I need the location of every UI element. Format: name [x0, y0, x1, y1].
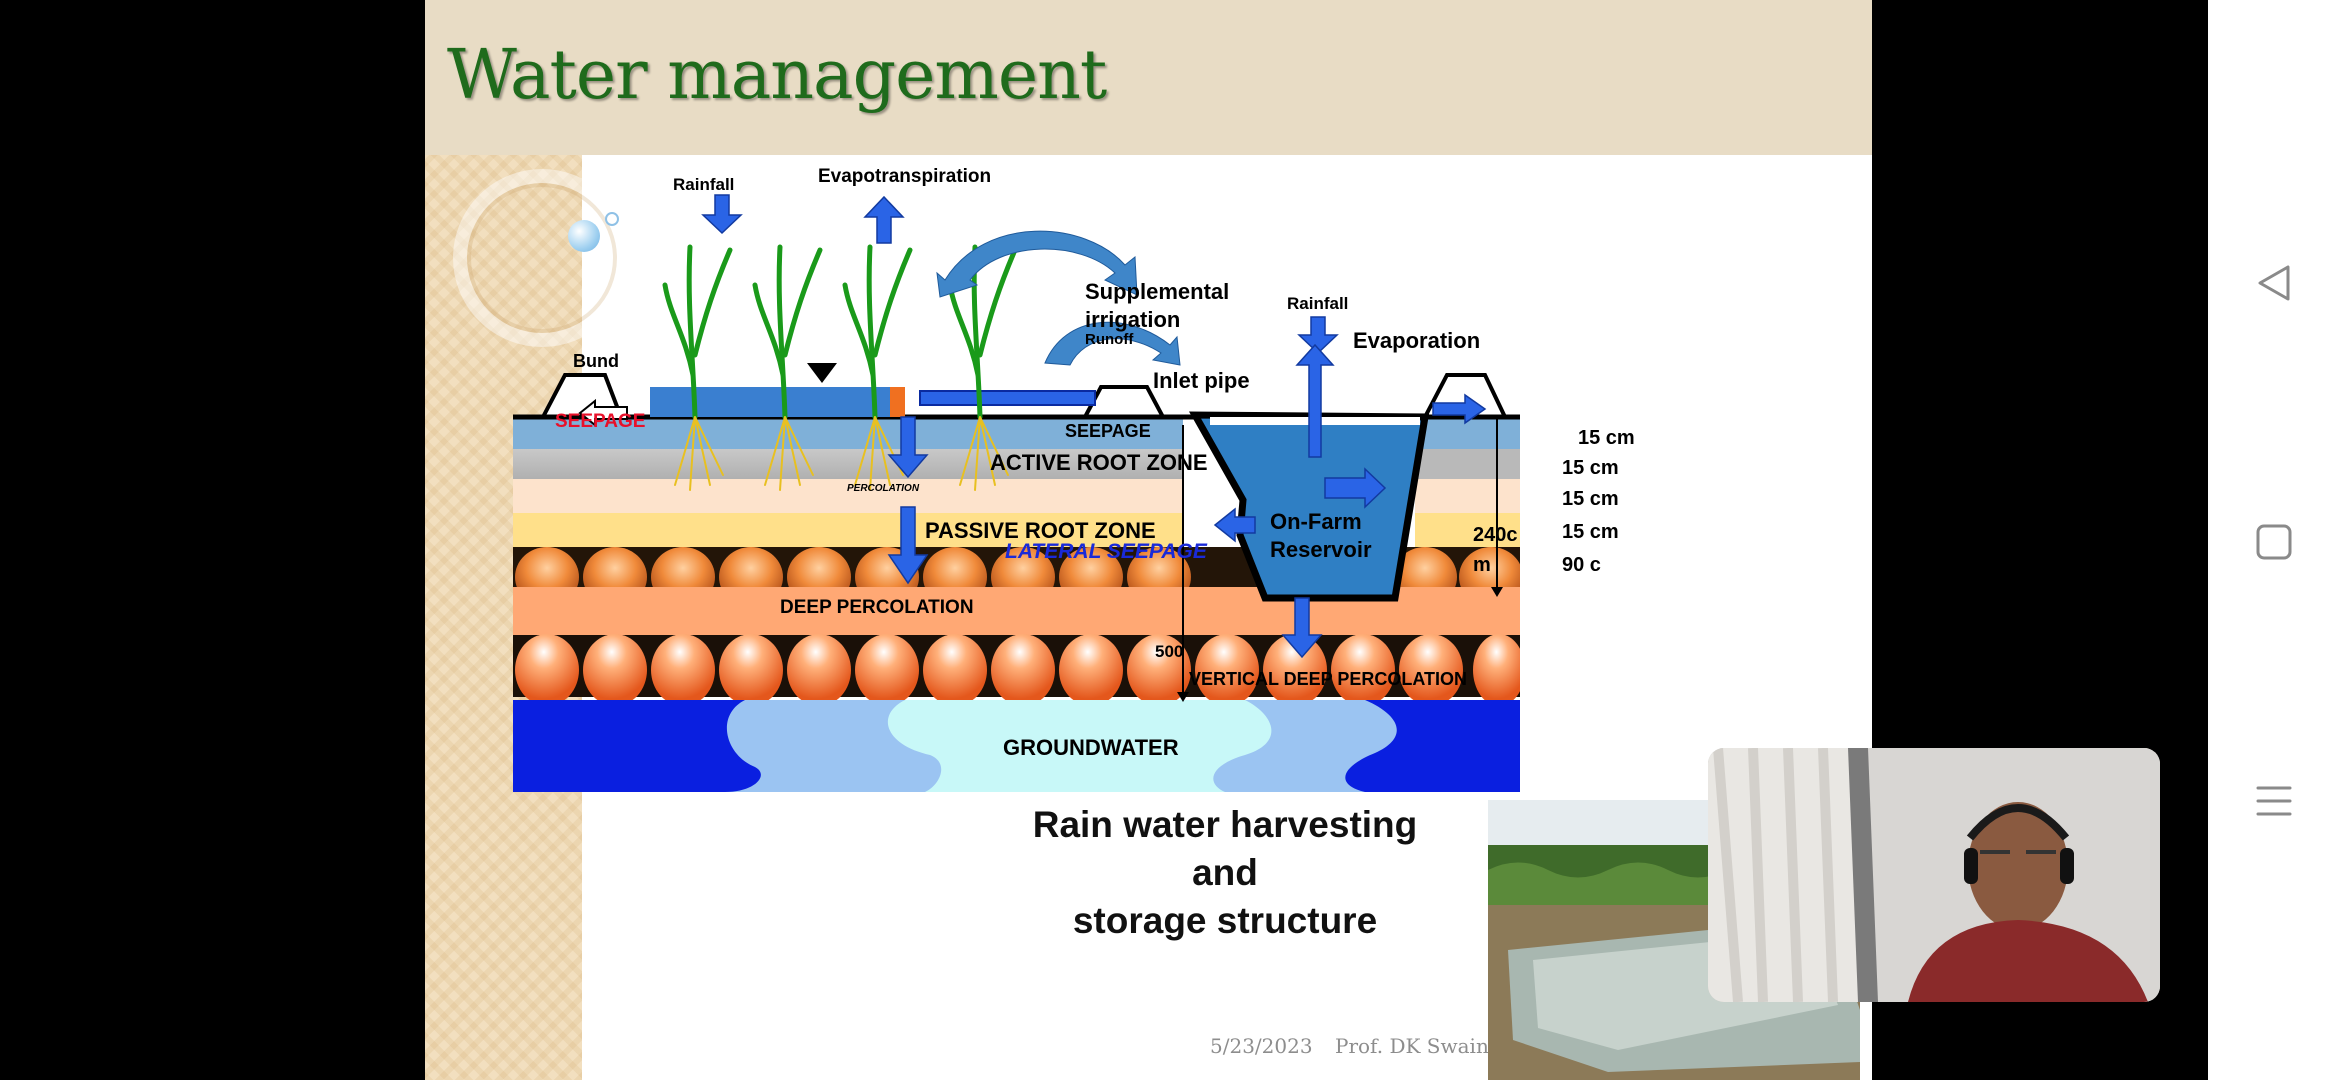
presentation-slide: Water management [425, 0, 1872, 1080]
system-navigation-bar [2208, 0, 2340, 1080]
evaporation-arrow [1295, 343, 1335, 458]
slide-caption: Rain water harvesting and storage struct… [1015, 801, 1435, 945]
label-depth-240: 240c [1473, 524, 1518, 546]
layer-depth-5: 90 c [1562, 554, 1601, 576]
decorative-bubble-small [605, 212, 619, 226]
home-button[interactable] [2208, 497, 2340, 587]
layer-passive-root-zone [513, 513, 1183, 547]
label-active-root-zone: ACTIVE ROOT ZONE [990, 450, 1208, 475]
label-supplemental-1: Supplemental [1085, 279, 1229, 304]
decorative-side-strip [425, 155, 631, 1080]
label-depth-240-unit: m [1473, 554, 1491, 576]
label-bund: Bund [573, 351, 619, 371]
rice-plants [662, 244, 1018, 491]
flow-arrows [701, 194, 1487, 659]
label-depth-500: 500 [1155, 642, 1183, 661]
bund-seepage-arrow [578, 398, 628, 428]
label-passive-root-zone: PASSIVE ROOT ZONE [925, 518, 1156, 543]
slide-title-bar: Water management [425, 0, 1872, 155]
label-deep-percolation: DEEP PERCOLATION [780, 597, 974, 618]
percolation-arrow-2 [887, 506, 929, 585]
label-seepage-mid: SEEPAGE [1065, 421, 1151, 441]
label-reservoir: Reservoir [1270, 537, 1372, 562]
bund-mid [1081, 385, 1167, 419]
reservoir-outflow-arrow [1324, 467, 1387, 509]
slide-title: Water management [447, 36, 1107, 115]
rainfall-arrow-left [701, 194, 743, 235]
back-icon [2258, 265, 2290, 301]
layer-surface-water [513, 417, 1183, 449]
back-button[interactable] [2208, 238, 2340, 328]
soil-balls-row-2 [515, 634, 1525, 706]
webcam-video[interactable] [1708, 748, 2160, 1002]
person-head [1968, 802, 2068, 930]
label-inlet-pipe: Inlet pipe [1153, 368, 1250, 393]
percolation-arrow-1 [887, 416, 929, 479]
label-rainfall-left: Rainfall [673, 175, 734, 194]
water-management-diagram: Rainfall Evapotranspiration Supplemental… [513, 166, 1635, 792]
label-runoff: Runoff [1085, 331, 1134, 348]
label-evapotranspiration: Evapotranspiration [818, 166, 991, 187]
recents-button[interactable] [2208, 756, 2340, 846]
decorative-bubble [568, 220, 600, 252]
caption-line-1: Rain water harvesting and [1032, 804, 1418, 893]
layer-light [513, 479, 1183, 513]
layer-depth-3: 15 cm [1562, 488, 1619, 510]
home-icon [2256, 524, 2292, 560]
reservoir-seepage-arrow [1281, 597, 1323, 659]
rainfall-arrow-right [1297, 316, 1339, 355]
label-supplemental-2: irrigation [1085, 307, 1180, 332]
field-water [650, 387, 890, 417]
label-seepage-left: SEEPAGE [555, 411, 645, 432]
water-level-marker [807, 363, 837, 383]
footer-date: 5/23/2023 [1210, 1034, 1313, 1058]
label-vertical-deep-percolation: VERTICAL DEEP PERCOLATION [1189, 669, 1467, 689]
recents-icon [2256, 786, 2292, 816]
label-lateral-seepage: LATERAL SEEPAGE [1005, 540, 1208, 563]
inlet-pipe [919, 390, 1096, 406]
label-on-farm: On-Farm [1270, 509, 1362, 534]
label-groundwater: GROUNDWATER [1003, 735, 1179, 760]
supplemental-irrigation-arrows [936, 230, 1181, 366]
on-farm-reservoir [1188, 411, 1430, 602]
layer-depth-4: 15 cm [1562, 521, 1619, 543]
footer-author: Prof. DK Swain [1335, 1034, 1489, 1058]
layer-depth-2: 15 cm [1562, 457, 1619, 479]
layer-depth-1: 15 cm [1578, 427, 1635, 449]
lateral-seepage-arrow [1213, 507, 1256, 543]
caption-line-2: storage structure [1072, 900, 1378, 941]
evapotranspiration-arrow [863, 195, 905, 244]
groundwater-zone [513, 700, 1520, 792]
label-percolation-small: PERCOLATION [847, 483, 920, 494]
layer-active-root-zone [513, 449, 1183, 479]
right-bund-arrow [1432, 393, 1487, 425]
label-evaporation: Evaporation [1353, 328, 1480, 353]
label-rainfall-right: Rainfall [1287, 294, 1348, 313]
